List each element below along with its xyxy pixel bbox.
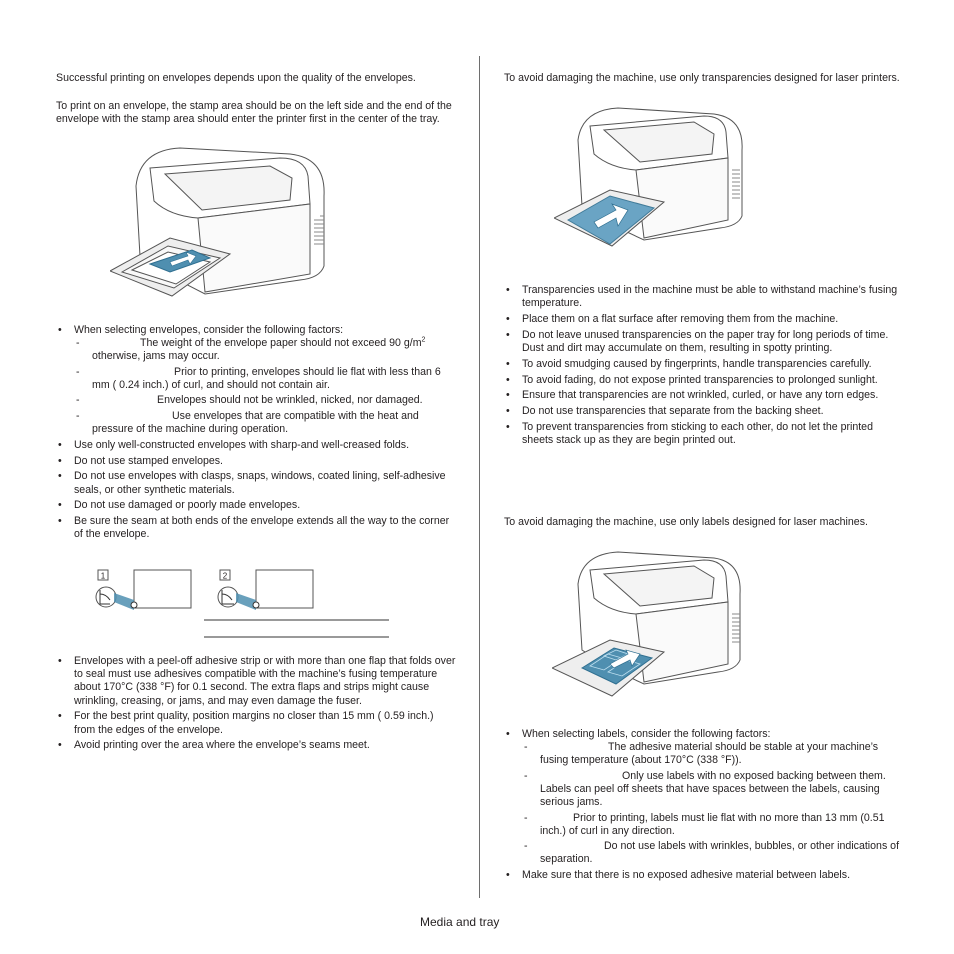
sub-item-construction: Prior to printing, envelopes should lie … xyxy=(92,365,441,391)
sub-list-item: Envelopes should not be wrinkled, nicked… xyxy=(74,394,456,407)
list-item-text: Do not use damaged or poorly made envelo… xyxy=(74,499,301,512)
list-item-text: For the best print quality, position mar… xyxy=(74,710,434,736)
list-item-text: Be sure the seam at both ends of the env… xyxy=(74,515,450,541)
list-item: To avoid fading, do not expose printed t… xyxy=(504,374,900,387)
list-item: Envelopes with a peel-off adhesive strip… xyxy=(56,655,456,708)
callout-box-2 xyxy=(219,569,231,581)
sub-item-construction: Only use labels with no exposed backing … xyxy=(540,769,886,809)
printer-envelope-illustration xyxy=(108,146,330,306)
list-item-text: When selecting labels, consider the foll… xyxy=(522,728,771,740)
list-item: Make sure that there is no exposed adhes… xyxy=(504,869,900,882)
sub-list-item: Use envelopes that are compatible with t… xyxy=(74,410,456,436)
list-item: To avoid smudging caused by fingerprints… xyxy=(504,358,900,371)
list-item-text: Transparencies used in the machine must … xyxy=(522,284,898,310)
sub-item-weight: The weight of the envelope paper should … xyxy=(140,337,422,350)
list-item: Be sure the seam at both ends of the env… xyxy=(56,515,456,541)
sub-item-temperature: The adhesive material should be stable a… xyxy=(540,741,879,767)
list-item: For the best print quality, position mar… xyxy=(56,710,456,736)
printer-labels-illustration xyxy=(550,550,742,700)
list-item: When selecting envelopes, consider the f… xyxy=(56,324,456,436)
sub-list-item: Prior to printing, labels must lie flat … xyxy=(522,812,900,838)
sub-item-weight-tail: otherwise, jams may occur. xyxy=(92,350,220,363)
labels-list: When selecting labels, consider the foll… xyxy=(504,728,900,885)
transparency-intro: To avoid damaging the machine, use only … xyxy=(504,72,900,84)
list-item-text: To avoid fading, do not expose printed t… xyxy=(522,373,878,386)
list-item-text: When selecting envelopes, consider the f… xyxy=(74,324,344,336)
sub-list: The adhesive material should be stable a… xyxy=(522,741,900,866)
list-item-text: To prevent transparencies from sticking … xyxy=(522,420,873,447)
list-item: Do not leave unused transparencies on th… xyxy=(504,329,900,355)
sub-list-item: The weight of the envelope paper should … xyxy=(74,337,456,363)
list-item: Use only well-constructed envelopes with… xyxy=(56,439,456,452)
envelope-factors-list: When selecting envelopes, consider the f… xyxy=(56,324,456,544)
envelope-notes-list: Envelopes with a peel-off adhesive strip… xyxy=(56,655,456,755)
list-item: To prevent transparencies from sticking … xyxy=(504,421,900,447)
labels-intro: To avoid damaging the machine, use only … xyxy=(504,516,868,528)
list-item: Do not use damaged or poorly made envelo… xyxy=(56,499,456,512)
envelope-intro-1: Successful printing on envelopes depends… xyxy=(56,72,416,84)
list-item-text: Do not use envelopes with clasps, snaps,… xyxy=(74,470,446,496)
sub-item-temperature: Use envelopes that are compatible with t… xyxy=(92,409,419,435)
list-item: Do not use stamped envelopes. xyxy=(56,455,456,468)
transparency-list: Transparencies used in the machine must … xyxy=(504,284,900,450)
printer-transparency-illustration xyxy=(552,106,744,256)
callout-2: 2 xyxy=(223,572,228,581)
sub-list-item: Do not use labels with wrinkles, bubbles… xyxy=(522,840,900,866)
list-item-text: Do not use stamped envelopes. xyxy=(74,454,223,467)
list-item-text: Place them on a flat surface after remov… xyxy=(522,313,839,325)
sub-list: The weight of the envelope paper should … xyxy=(74,337,456,436)
envelope-intro-2: To print on an envelope, the stamp area … xyxy=(56,100,452,126)
list-item-text: Envelopes with a peel-off adhesive strip… xyxy=(74,655,456,707)
callout-1: 1 xyxy=(101,572,106,581)
sub-item-condition: Envelopes should not be wrinkled, nicked… xyxy=(157,394,423,407)
column-divider xyxy=(479,56,480,898)
sub-list-item: Prior to printing, envelopes should lie … xyxy=(74,366,456,392)
list-item-text: To avoid smudging caused by fingerprints… xyxy=(522,357,872,370)
list-item: Place them on a flat surface after remov… xyxy=(504,313,900,326)
list-item-text: Make sure that there is no exposed adhes… xyxy=(522,869,851,882)
callout-box-1 xyxy=(97,569,109,581)
list-item-text: Avoid printing over the area where the e… xyxy=(74,739,370,752)
sub-list-item: Only use labels with no exposed backing … xyxy=(522,770,900,810)
sub-item-curl: Prior to printing, labels must lie flat … xyxy=(540,811,885,837)
list-item-text: Do not use transparencies that separate … xyxy=(522,405,824,418)
list-item-text: Ensure that transparencies are not wrink… xyxy=(522,389,879,402)
list-item: Do not use envelopes with clasps, snaps,… xyxy=(56,470,456,496)
sub-item-weight-sup: 2 xyxy=(421,336,426,344)
list-item: Avoid printing over the area where the e… xyxy=(56,739,456,752)
sub-item-appearance: Do not use labels with wrinkles, bubbles… xyxy=(540,840,900,866)
page-footer: Media and tray xyxy=(420,915,500,929)
list-item: Transparencies used in the machine must … xyxy=(504,284,900,310)
list-item-text: Do not leave unused transparencies on th… xyxy=(522,328,889,354)
sub-list-item: The adhesive material should be stable a… xyxy=(522,741,900,767)
list-item: When selecting labels, consider the foll… xyxy=(504,728,900,867)
list-item-text: Use only well-constructed envelopes with… xyxy=(74,438,410,451)
list-item: Ensure that transparencies are not wrink… xyxy=(504,389,900,402)
list-item: Do not use transparencies that separate … xyxy=(504,405,900,418)
envelope-seam-diagram: 1 2 xyxy=(92,564,392,654)
